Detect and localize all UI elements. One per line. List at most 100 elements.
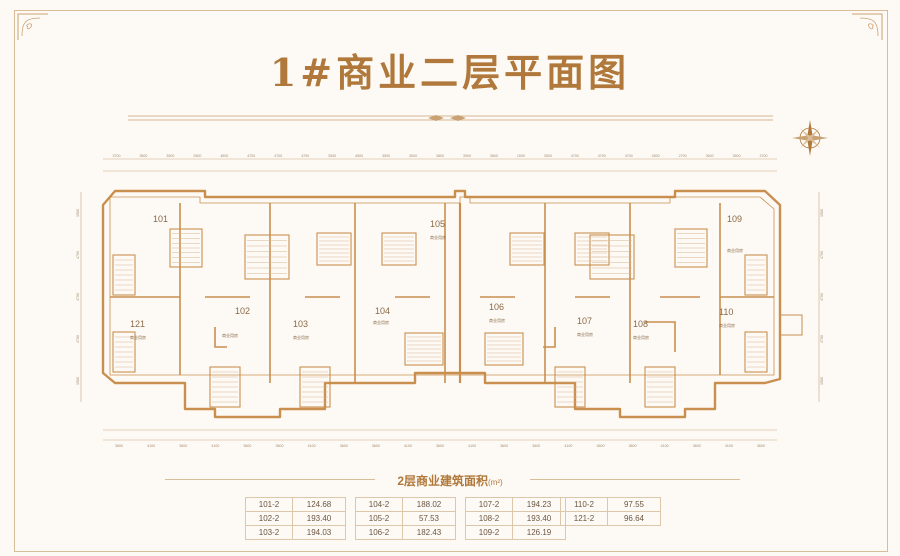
dimension-label: 2500 <box>193 154 201 158</box>
unit-area: 194.23 <box>512 497 566 512</box>
unit-code: 107-2 <box>465 497 513 512</box>
unit-area: 124.68 <box>292 497 346 512</box>
dimension-label: 3700 <box>112 154 120 158</box>
dimension-label: 2700 <box>679 154 687 158</box>
unit-label: 102 <box>235 306 250 316</box>
heading-line-left <box>165 479 375 480</box>
dimension-label: 1500 <box>76 377 80 385</box>
dimension-label: 3600 <box>629 444 637 448</box>
dimension-label: 3600 <box>436 444 444 448</box>
dimension-label: 4700 <box>820 293 824 301</box>
dimension-label: 3500 <box>733 154 741 158</box>
unit-label: 101 <box>153 214 168 224</box>
unit-code: 103-2 <box>245 525 293 540</box>
dimension-label: 3600 <box>693 444 701 448</box>
unit-area: 96.64 <box>607 511 661 526</box>
title-divider <box>128 115 773 121</box>
dimension-label: 3500 <box>328 154 336 158</box>
unit-label: 104 <box>375 306 390 316</box>
unit-label: 110 <box>719 307 733 317</box>
unit-code: 121-2 <box>560 511 608 526</box>
dimension-label: 4700 <box>571 154 579 158</box>
unit-label: 106 <box>489 302 504 312</box>
corner-ornament-icon <box>17 13 48 40</box>
dimension-label: 3600 <box>179 444 187 448</box>
unit-code: 105-2 <box>355 511 403 526</box>
unit-sub-label: 商业用房 <box>633 334 649 340</box>
unit-sub-label: 商业用房 <box>293 334 309 340</box>
unit-label: 103 <box>293 319 308 329</box>
dimension-label: 3500 <box>166 154 174 158</box>
unit-code: 110-2 <box>560 497 608 512</box>
page-title: 1#商业二层平面图 <box>269 50 631 95</box>
unit-area: 193.40 <box>512 511 566 526</box>
dimension-label: 4500 <box>220 154 228 158</box>
dimension-label: 1500 <box>820 377 824 385</box>
unit-label: 107 <box>577 316 592 326</box>
dimension-label: 3600 <box>276 444 284 448</box>
unit-code: 106-2 <box>355 525 403 540</box>
corner-ornament-icon <box>852 13 883 40</box>
dimension-label: 3500 <box>544 154 552 158</box>
unit-sub-label: 商业用房 <box>489 317 505 323</box>
decorative-frame <box>14 10 888 552</box>
dimension-label: 4500 <box>355 154 363 158</box>
dimension-label: 1500 <box>76 209 80 217</box>
unit-sub-label: 商业用房 <box>222 332 238 338</box>
unit-code: 102-2 <box>245 511 293 526</box>
dimension-label: 3600 <box>532 444 540 448</box>
area-table-heading: 2层商业建筑面积(m²) <box>0 472 900 489</box>
dimension-label: 3500 <box>409 154 417 158</box>
dimension-label: 3600 <box>115 444 123 448</box>
unit-code: 108-2 <box>465 511 513 526</box>
dimension-label: 3600 <box>500 444 508 448</box>
dimension-label: 3800 <box>490 154 498 158</box>
dimension-label: 4100 <box>147 444 155 448</box>
unit-sub-label: 商业用房 <box>727 247 743 253</box>
unit-area: 188.02 <box>402 497 456 512</box>
dimension-label: 4100 <box>564 444 572 448</box>
area-heading-text: 2层商业建筑面积 <box>397 474 489 488</box>
dimension-label: 4500 <box>652 154 660 158</box>
dimension-label: 4700 <box>274 154 282 158</box>
dimension-label: 4700 <box>76 293 80 301</box>
unit-area: 194.03 <box>292 525 346 540</box>
unit-area: 57.53 <box>402 511 456 526</box>
unit-label: 121 <box>130 319 145 329</box>
dimension-label: 3600 <box>372 444 380 448</box>
dimension-label: 4100 <box>661 444 669 448</box>
dimension-label: 3600 <box>596 444 604 448</box>
unit-sub-label: 商业用房 <box>130 334 146 340</box>
unit-area: 182.43 <box>402 525 456 540</box>
dimension-label: 3500 <box>139 154 147 158</box>
dimension-label: 3600 <box>706 154 714 158</box>
unit-sub-label: 商业用房 <box>373 319 389 325</box>
unit-sub-label: 商业用房 <box>577 331 593 337</box>
dimension-label: 3600 <box>243 444 251 448</box>
dimension-label: 4700 <box>820 335 824 343</box>
dimension-label: 1500 <box>517 154 525 158</box>
unit-area: 193.40 <box>292 511 346 526</box>
unit-area: 97.55 <box>607 497 661 512</box>
unit-label: 105 <box>430 219 445 229</box>
dimension-label: 3900 <box>463 154 471 158</box>
unit-label: 109 <box>727 214 742 224</box>
dimension-label: 3500 <box>382 154 390 158</box>
unit-code: 109-2 <box>465 525 513 540</box>
dimension-label: 4700 <box>76 335 80 343</box>
unit-sub-label: 商业用房 <box>719 322 735 328</box>
dimension-label: 4100 <box>725 444 733 448</box>
unit-sub-label: 商业用房 <box>430 234 446 240</box>
unit-code: 101-2 <box>245 497 293 512</box>
dimension-label: 1500 <box>820 209 824 217</box>
dimension-label: 3700 <box>760 154 768 158</box>
